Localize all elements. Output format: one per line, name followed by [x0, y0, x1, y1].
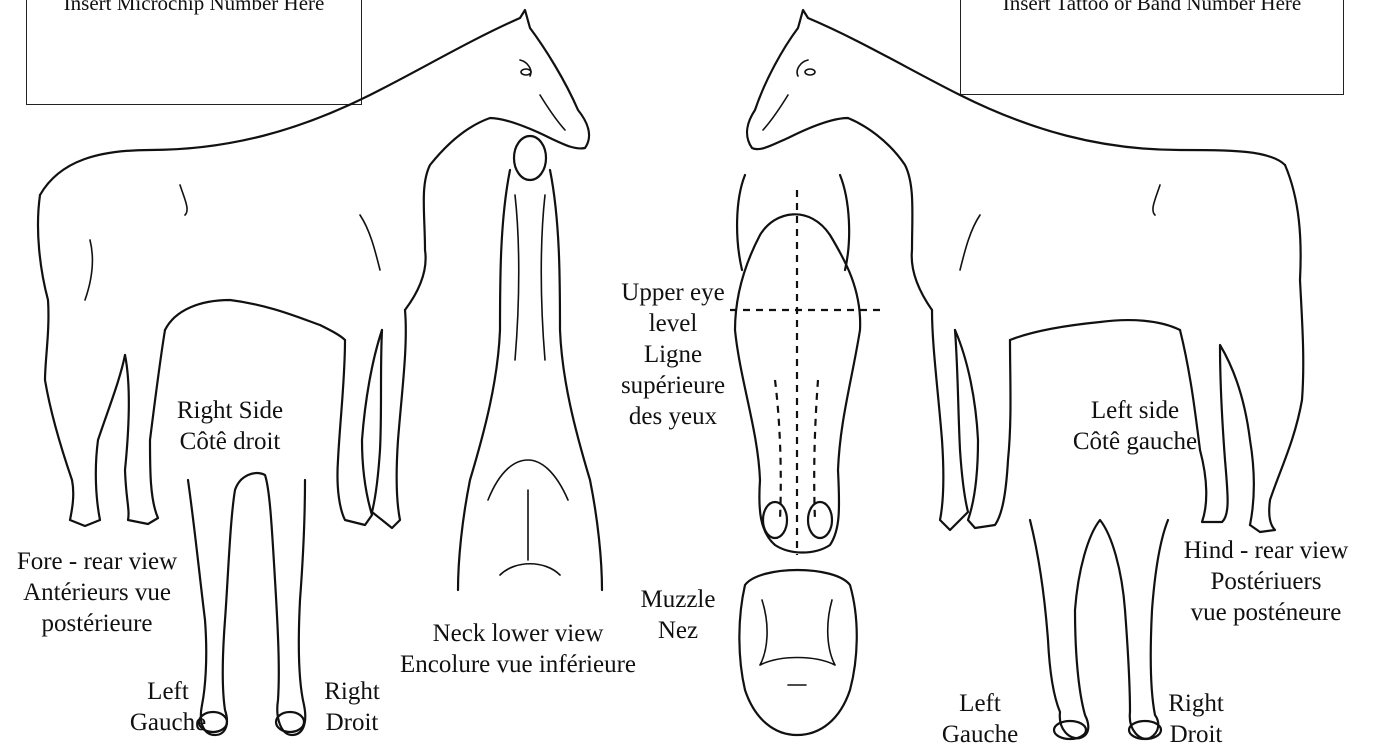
eye-level-line2: level [608, 308, 738, 339]
right-side-label: Right Side Côtê droit [150, 395, 310, 457]
hind-rear-label-line2: Postériuers [1166, 566, 1366, 597]
hind-right-label: Right Droit [1156, 688, 1236, 750]
fore-rear-label-line2: Antérieurs vue [4, 577, 190, 608]
fore-right-label: Right Droit [314, 676, 390, 738]
fore-left-label: Left Gauche [128, 676, 208, 738]
neck-label-fr: Encolure vue inférieure [380, 649, 656, 680]
eye-level-line4: supérieure [608, 370, 738, 401]
muzzle-label-en: Muzzle [622, 584, 734, 615]
muzzle-drawing [739, 570, 856, 735]
hind-left-label-en: Left [940, 688, 1020, 719]
hind-left-label: Left Gauche [940, 688, 1020, 750]
muzzle-label-fr: Nez [622, 615, 734, 646]
neck-lower-view-label: Neck lower view Encolure vue inférieure [380, 618, 656, 680]
muzzle-label: Muzzle Nez [622, 584, 734, 646]
fore-right-label-en: Right [314, 676, 390, 707]
hind-legs-rear-view-drawing [1030, 520, 1168, 739]
fore-rear-label-line3: postérieure [4, 608, 190, 639]
fore-left-label-fr: Gauche [128, 707, 208, 738]
neck-lower-view-drawing [458, 136, 602, 590]
left-side-label-en: Left side [1050, 395, 1220, 426]
left-side-label: Left side Côtê gauche [1050, 395, 1220, 457]
hind-rear-label-line3: vue posténeure [1166, 597, 1366, 628]
right-side-label-fr: Côtê droit [150, 426, 310, 457]
fore-rear-view-label: Fore - rear view Antérieurs vue postérie… [4, 546, 190, 639]
hind-right-label-fr: Droit [1156, 719, 1236, 750]
neck-label-en: Neck lower view [380, 618, 656, 649]
fore-right-label-fr: Droit [314, 707, 390, 738]
right-side-label-en: Right Side [150, 395, 310, 426]
eye-level-line5: des yeux [608, 401, 738, 432]
eye-level-line3: Ligne [608, 339, 738, 370]
left-side-label-fr: Côtê gauche [1050, 426, 1220, 457]
right-side-horse-outline [38, 10, 589, 528]
hind-right-label-en: Right [1156, 688, 1236, 719]
head-front-view-drawing [730, 175, 880, 555]
hind-left-label-fr: Gauche [940, 719, 1020, 750]
hind-rear-view-label: Hind - rear view Postériuers vue posténe… [1166, 535, 1366, 628]
upper-eye-level-label: Upper eye level Ligne supérieure des yeu… [608, 277, 738, 432]
fore-rear-label-line1: Fore - rear view [4, 546, 190, 577]
fore-left-label-en: Left [128, 676, 208, 707]
hind-rear-label-line1: Hind - rear view [1166, 535, 1366, 566]
eye-level-line1: Upper eye [608, 277, 738, 308]
